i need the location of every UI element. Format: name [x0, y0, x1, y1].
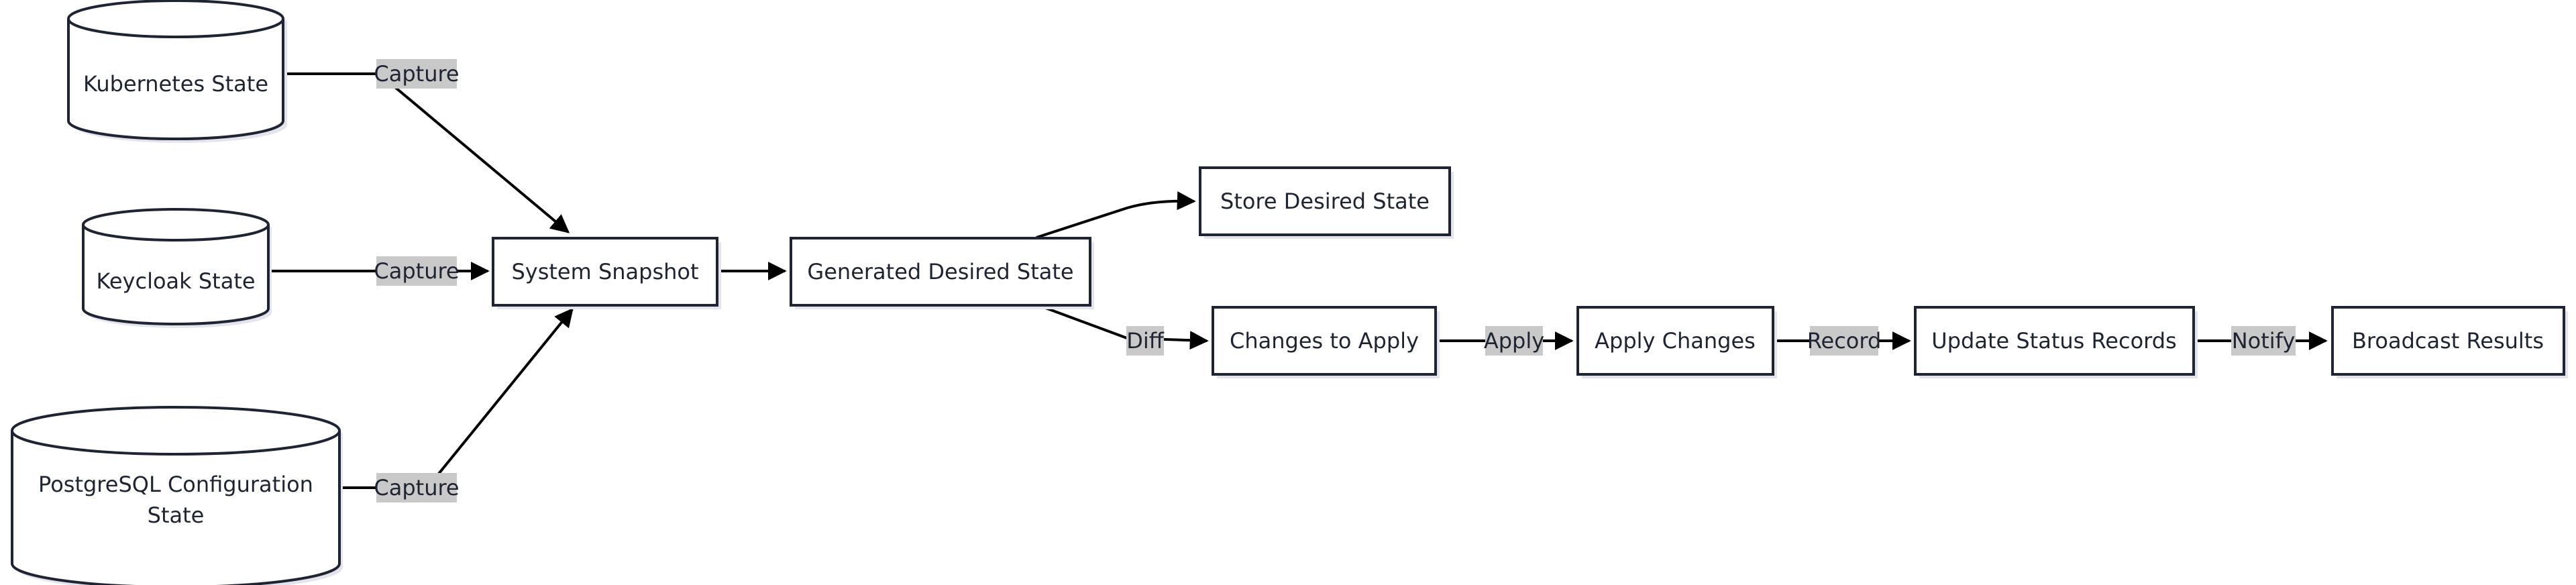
kubernetes-state-label: Kubernetes State	[83, 71, 268, 97]
node-generated-desired-state: Generated Desired State	[790, 237, 1094, 309]
capture-label: Capture	[374, 258, 459, 284]
node-changes-to-apply: Changes to Apply	[1212, 306, 1440, 378]
edge-generated-to-changes	[1036, 303, 1209, 350]
update-status-records-label: Update Status Records	[1931, 328, 2176, 354]
node-postgresql-configuration-state: PostgreSQL Configuration State	[11, 406, 343, 585]
node-update-status-records: Update Status Records	[1914, 306, 2198, 378]
postgresql-state-label-line1: PostgreSQL Configuration	[38, 472, 313, 497]
generated-desired-state-label: Generated Desired State	[807, 259, 1073, 284]
edge-labels: Capture Capture Capture Diff Apply Recor…	[374, 59, 2296, 502]
broadcast-results-label: Broadcast Results	[2352, 328, 2544, 354]
apply-label: Apply	[1484, 328, 1544, 354]
edge-label-capture-keycloak: Capture	[374, 256, 460, 286]
node-keycloak-state: Keycloak State	[82, 208, 272, 328]
system-snapshot-label: System Snapshot	[511, 259, 698, 284]
edge-label-capture-kubernetes: Capture	[374, 59, 460, 89]
edge-generated-to-store	[1036, 191, 1196, 239]
edge-label-diff: Diff	[1126, 326, 1165, 356]
diff-label: Diff	[1126, 328, 1165, 354]
store-desired-state-label: Store Desired State	[1220, 189, 1430, 214]
postgresql-state-label-line2: State	[148, 502, 205, 528]
node-broadcast-results: Broadcast Results	[2331, 306, 2568, 378]
apply-changes-label: Apply Changes	[1595, 328, 1756, 354]
node-system-snapshot: System Snapshot	[492, 237, 721, 309]
record-label: Record	[1807, 328, 1882, 354]
node-store-desired-state: Store Desired State	[1199, 166, 1454, 239]
notify-label: Notify	[2232, 328, 2296, 354]
keycloak-state-label: Keycloak State	[96, 268, 255, 294]
edge-label-notify: Notify	[2231, 326, 2296, 356]
edge-label-capture-postgresql: Capture	[374, 473, 460, 502]
edge-label-apply: Apply	[1484, 326, 1544, 356]
capture-label: Capture	[374, 475, 459, 500]
edge-kubernetes-to-snapshot	[283, 72, 570, 233]
node-apply-changes: Apply Changes	[1576, 306, 1777, 378]
edge-postgresql-to-snapshot	[339, 307, 574, 489]
node-kubernetes-state: Kubernetes State	[67, 0, 287, 143]
changes-to-apply-label: Changes to Apply	[1230, 328, 1419, 354]
edge-label-record: Record	[1807, 326, 1882, 356]
capture-label: Capture	[374, 61, 459, 87]
